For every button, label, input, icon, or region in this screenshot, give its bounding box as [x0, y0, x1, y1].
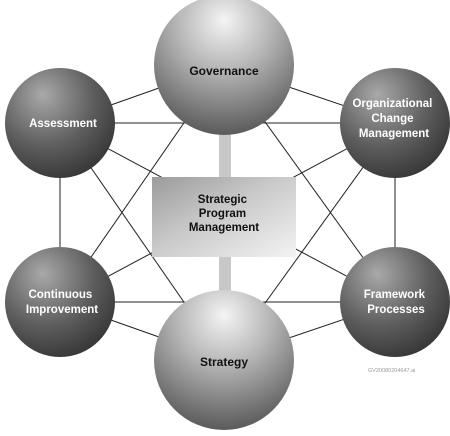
node-continuous-improvement: Continuous Improvement	[5, 247, 115, 357]
node-assessment-label: Assessment	[29, 118, 97, 130]
center-label-line-2: Program	[199, 208, 246, 220]
svg-text:Strategy: Strategy	[200, 355, 248, 369]
node-ocm-label-line-1: Organizational	[352, 98, 432, 110]
sphere	[340, 247, 450, 357]
node-framework-label-line-2: Processes	[367, 304, 425, 316]
svg-text:Strategic Program: Strategic Program Management	[189, 194, 259, 234]
node-governance-label: Governance	[189, 64, 259, 78]
svg-text:Organizational Change: Organizational Change Management	[352, 98, 435, 140]
node-continuous-label-line-1: Continuous	[28, 289, 92, 301]
watermark-text: GV20080204647.ai	[368, 368, 415, 374]
sphere	[154, 0, 294, 135]
node-ocm-label-line-3: Management	[359, 128, 429, 140]
node-governance: Governance	[154, 0, 294, 135]
node-ocm-label-line-2: Change	[371, 113, 413, 125]
svg-text:Framework Processes: Framework Processes	[364, 289, 429, 316]
node-organizational-change-management: Organizational Change Management	[340, 68, 450, 178]
sphere	[340, 68, 450, 178]
center-label-line-3: Management	[189, 222, 259, 234]
center-node: Strategic Program Management	[152, 177, 296, 257]
node-continuous-label-line-2: Improvement	[26, 304, 98, 316]
svg-text:Continuous Improvement: Continuous Improvement	[26, 289, 98, 316]
center-label-line-1: Strategic	[198, 194, 248, 206]
sphere	[5, 247, 115, 357]
sphere	[5, 68, 115, 178]
node-strategy-label: Strategy	[200, 355, 248, 369]
node-framework-processes: Framework Processes	[340, 247, 450, 357]
svg-text:Governance: Governance	[189, 64, 259, 78]
sphere	[154, 290, 294, 430]
center-box	[152, 177, 296, 257]
svg-text:Assessment: Assessment	[29, 118, 97, 130]
node-assessment: Assessment	[5, 68, 115, 178]
node-strategy: Strategy	[154, 290, 294, 430]
node-framework-label-line-1: Framework	[364, 289, 426, 301]
